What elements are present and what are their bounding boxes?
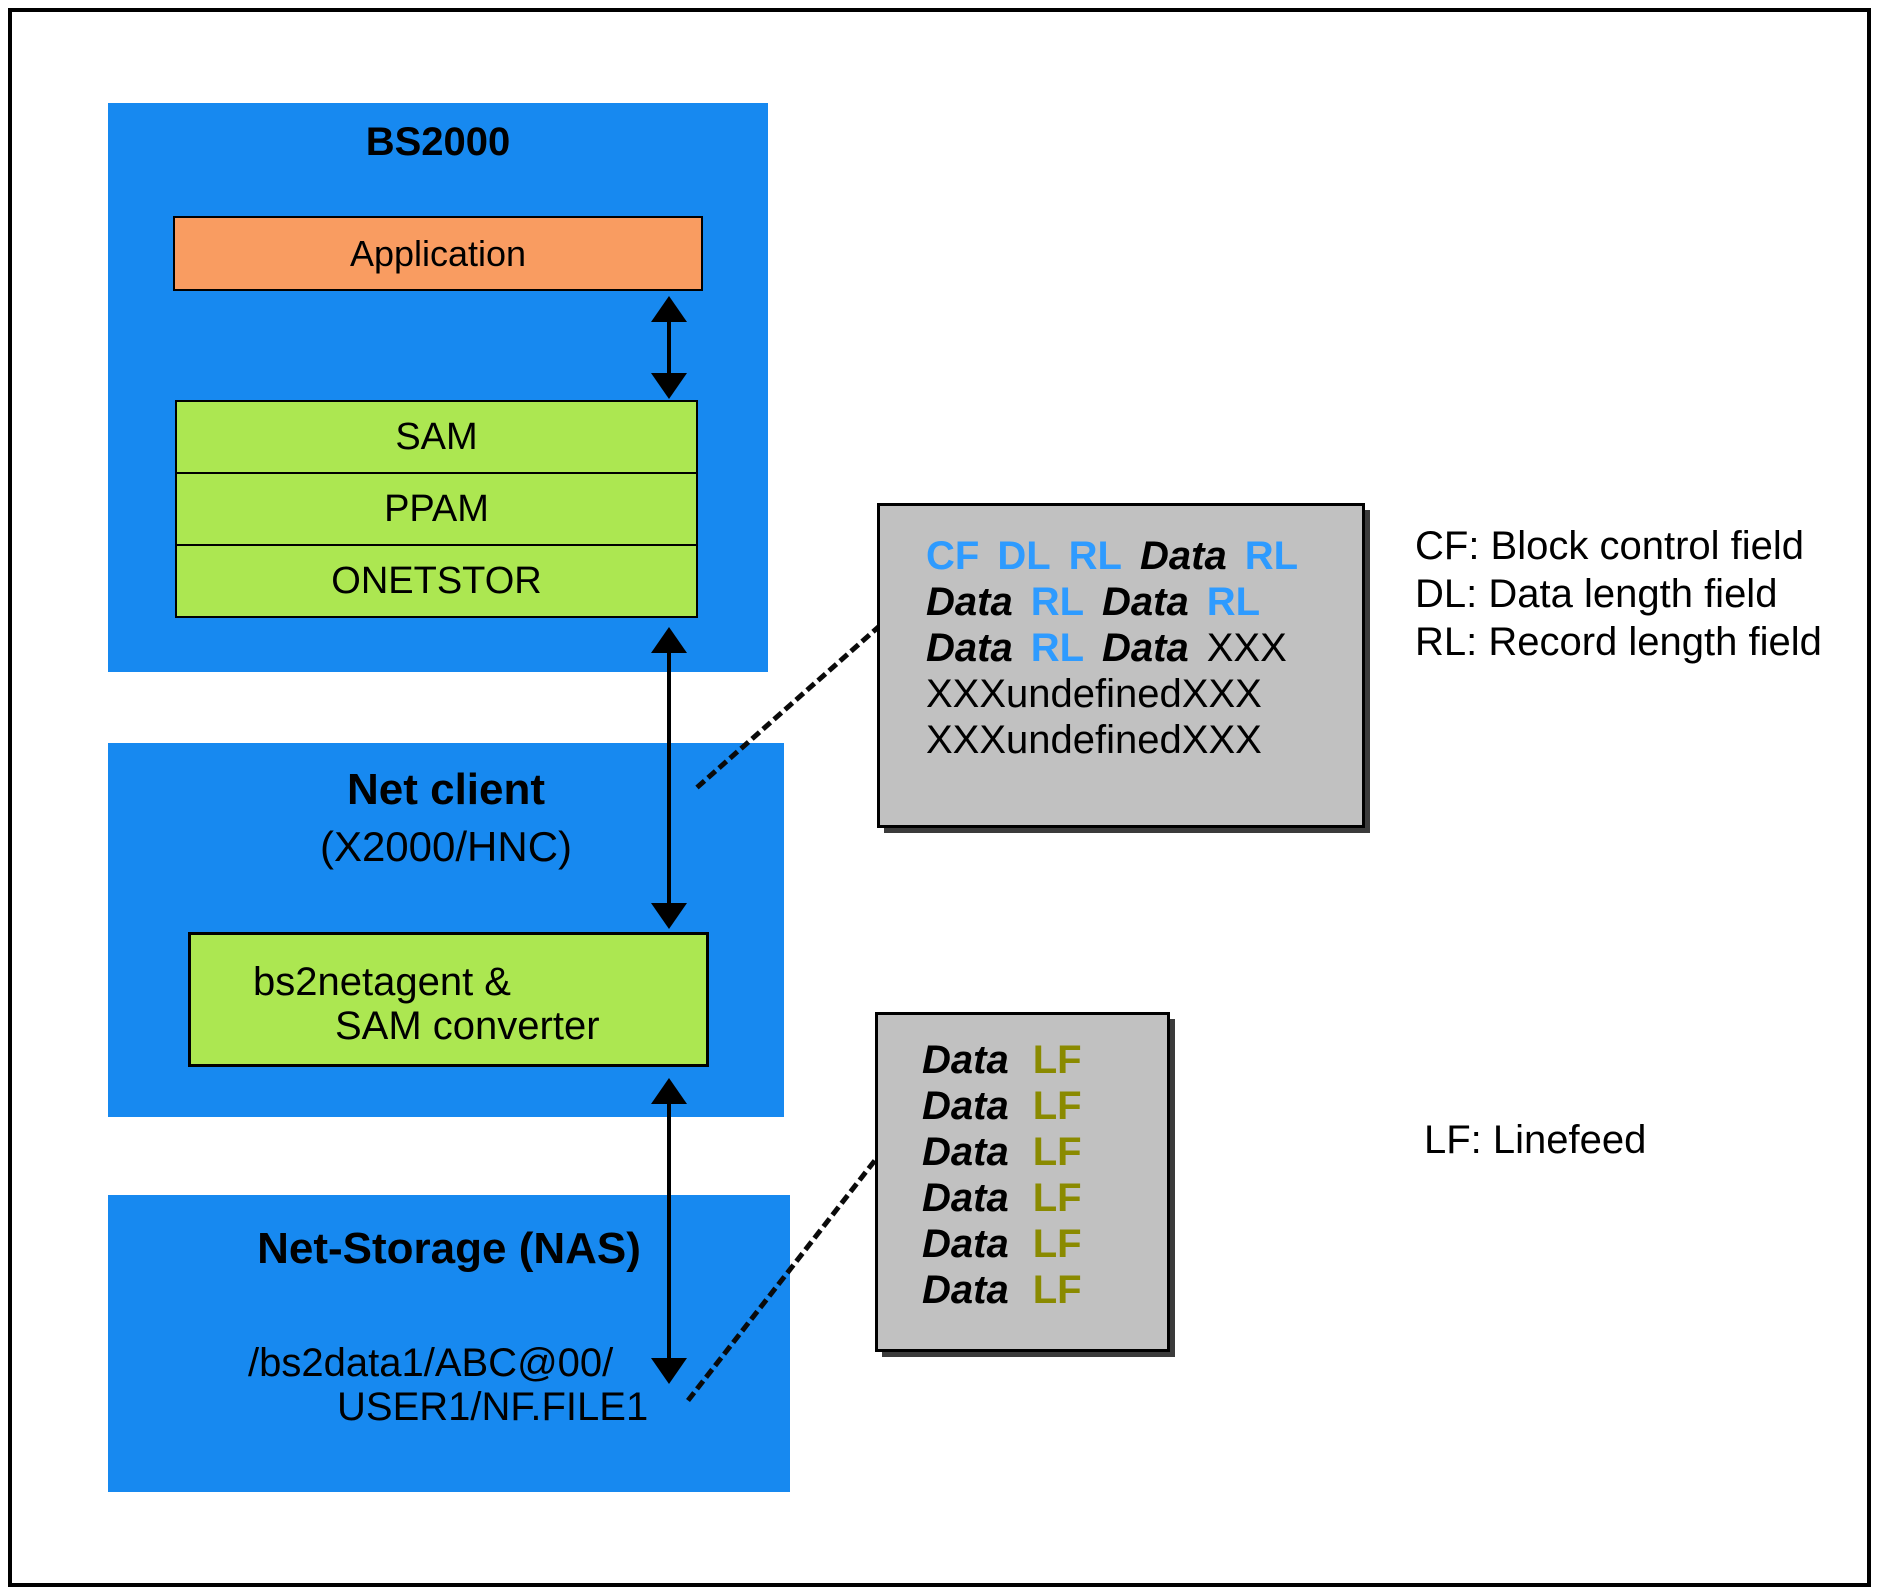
bs2netagent-label-line1: bs2netagent & [253, 960, 511, 1004]
token-rl: RL [1030, 580, 1085, 624]
layer-sam: SAM [175, 400, 698, 474]
legend-dl: DL: Data length field [1415, 572, 1778, 616]
arrow-onetstor-netclient [649, 627, 689, 929]
format-line: Data LF [922, 1267, 1167, 1313]
layer-onetstor-label: ONETSTOR [331, 559, 542, 602]
format-line-undefined: XXXundefinedXXX [926, 672, 1262, 716]
arrow-application-sam [649, 296, 689, 399]
layer-ppam: PPAM [175, 472, 698, 546]
token-lf: LF [1032, 1268, 1082, 1312]
arrowhead-up-icon [651, 627, 687, 653]
format-line: Data LF [922, 1175, 1167, 1221]
net-storage-path-line2: USER1/NF.FILE1 [337, 1385, 649, 1429]
format-line-undefined: XXXundefinedXXX [926, 718, 1262, 762]
legend-linefeed: LF: Linefeed [1424, 1116, 1646, 1164]
net-client-title: Net client [346, 765, 546, 814]
legend-cf: CF: Block control field [1415, 524, 1805, 568]
net-storage-path-line1: /bs2data1/ABC@00/ [248, 1341, 614, 1385]
token-lf: LF [1032, 1084, 1082, 1128]
outer-frame [8, 8, 1871, 1587]
token-rl: RL [1206, 580, 1261, 624]
token-rl: RL [1244, 534, 1299, 578]
token-data: Data [926, 626, 1013, 670]
token-data: Data [1102, 580, 1189, 624]
bs2000-layer-stack: SAM PPAM ONETSTOR [175, 400, 698, 618]
arrowhead-down-icon [651, 1358, 687, 1384]
token-rl: RL [1030, 626, 1085, 670]
bs2000-panel: BS2000 Application SAM PPAM ONETSTOR [108, 103, 768, 672]
format-line: Data LF [922, 1037, 1167, 1083]
arrowhead-up-icon [651, 1078, 687, 1104]
token-data: Data [1139, 534, 1227, 578]
token-lf: LF [1032, 1130, 1082, 1174]
format-line: Data LF [922, 1083, 1167, 1129]
token-cf: CF [926, 534, 980, 578]
arrow-shaft [667, 1100, 671, 1362]
token-data: Data [922, 1038, 1009, 1082]
token-data: Data [922, 1268, 1009, 1312]
net-client-panel: Net client (X2000/HNC) bs2netagent & SAM… [108, 743, 784, 1117]
net-client-subtitle: (X2000/HNC) [319, 823, 573, 870]
token-lf: LF [1032, 1176, 1082, 1220]
bs2000-title: BS2000 [365, 120, 511, 164]
arrow-shaft [667, 649, 671, 907]
token-data: Data [922, 1222, 1009, 1266]
arrowhead-down-icon [651, 373, 687, 399]
application-box: Application [173, 216, 703, 291]
format-line: Data RL Data RL [926, 579, 1362, 625]
layer-ppam-label: PPAM [384, 487, 489, 530]
token-dl: DL [997, 534, 1051, 578]
layer-sam-label: SAM [395, 415, 478, 458]
bs2netagent-label-line2: SAM converter [335, 1004, 600, 1048]
token-data: Data [926, 580, 1013, 624]
legend-block-fields: CF: Block control field DL: Data length … [1415, 522, 1822, 666]
format-line: Data LF [922, 1221, 1167, 1267]
net-storage-path: /bs2data1/ABC@00/ USER1/NF.FILE1 [248, 1341, 648, 1429]
token-data: Data [922, 1084, 1009, 1128]
format-line: Data RL Data XXX [926, 625, 1362, 671]
token-data: Data [1102, 626, 1189, 670]
token-data: Data [922, 1176, 1009, 1220]
token-lf: LF [1032, 1222, 1082, 1266]
legend-lf-line: LF: Linefeed [1424, 1118, 1647, 1162]
net-storage-title: Net-Storage (NAS) [257, 1224, 641, 1273]
token-rl: RL [1068, 534, 1122, 578]
token-data: Data [922, 1130, 1009, 1174]
token-lf: LF [1032, 1038, 1082, 1082]
bs2netagent-box: bs2netagent & SAM converter [188, 932, 709, 1067]
legend-rl: RL: Record length field [1415, 620, 1822, 664]
arrowhead-up-icon [651, 296, 687, 322]
arrow-shaft [667, 318, 671, 377]
net-storage-panel: Net-Storage (NAS) /bs2data1/ABC@00/ USER… [108, 1195, 790, 1492]
layer-onetstor: ONETSTOR [175, 544, 698, 618]
arrowhead-down-icon [651, 903, 687, 929]
format-line: Data LF [922, 1129, 1167, 1175]
arrow-netclient-netstorage [649, 1078, 689, 1384]
application-label: Application [349, 232, 527, 274]
token-xxx: XXX [1206, 626, 1287, 670]
format-line: CF DL RL Data RL [926, 533, 1362, 579]
